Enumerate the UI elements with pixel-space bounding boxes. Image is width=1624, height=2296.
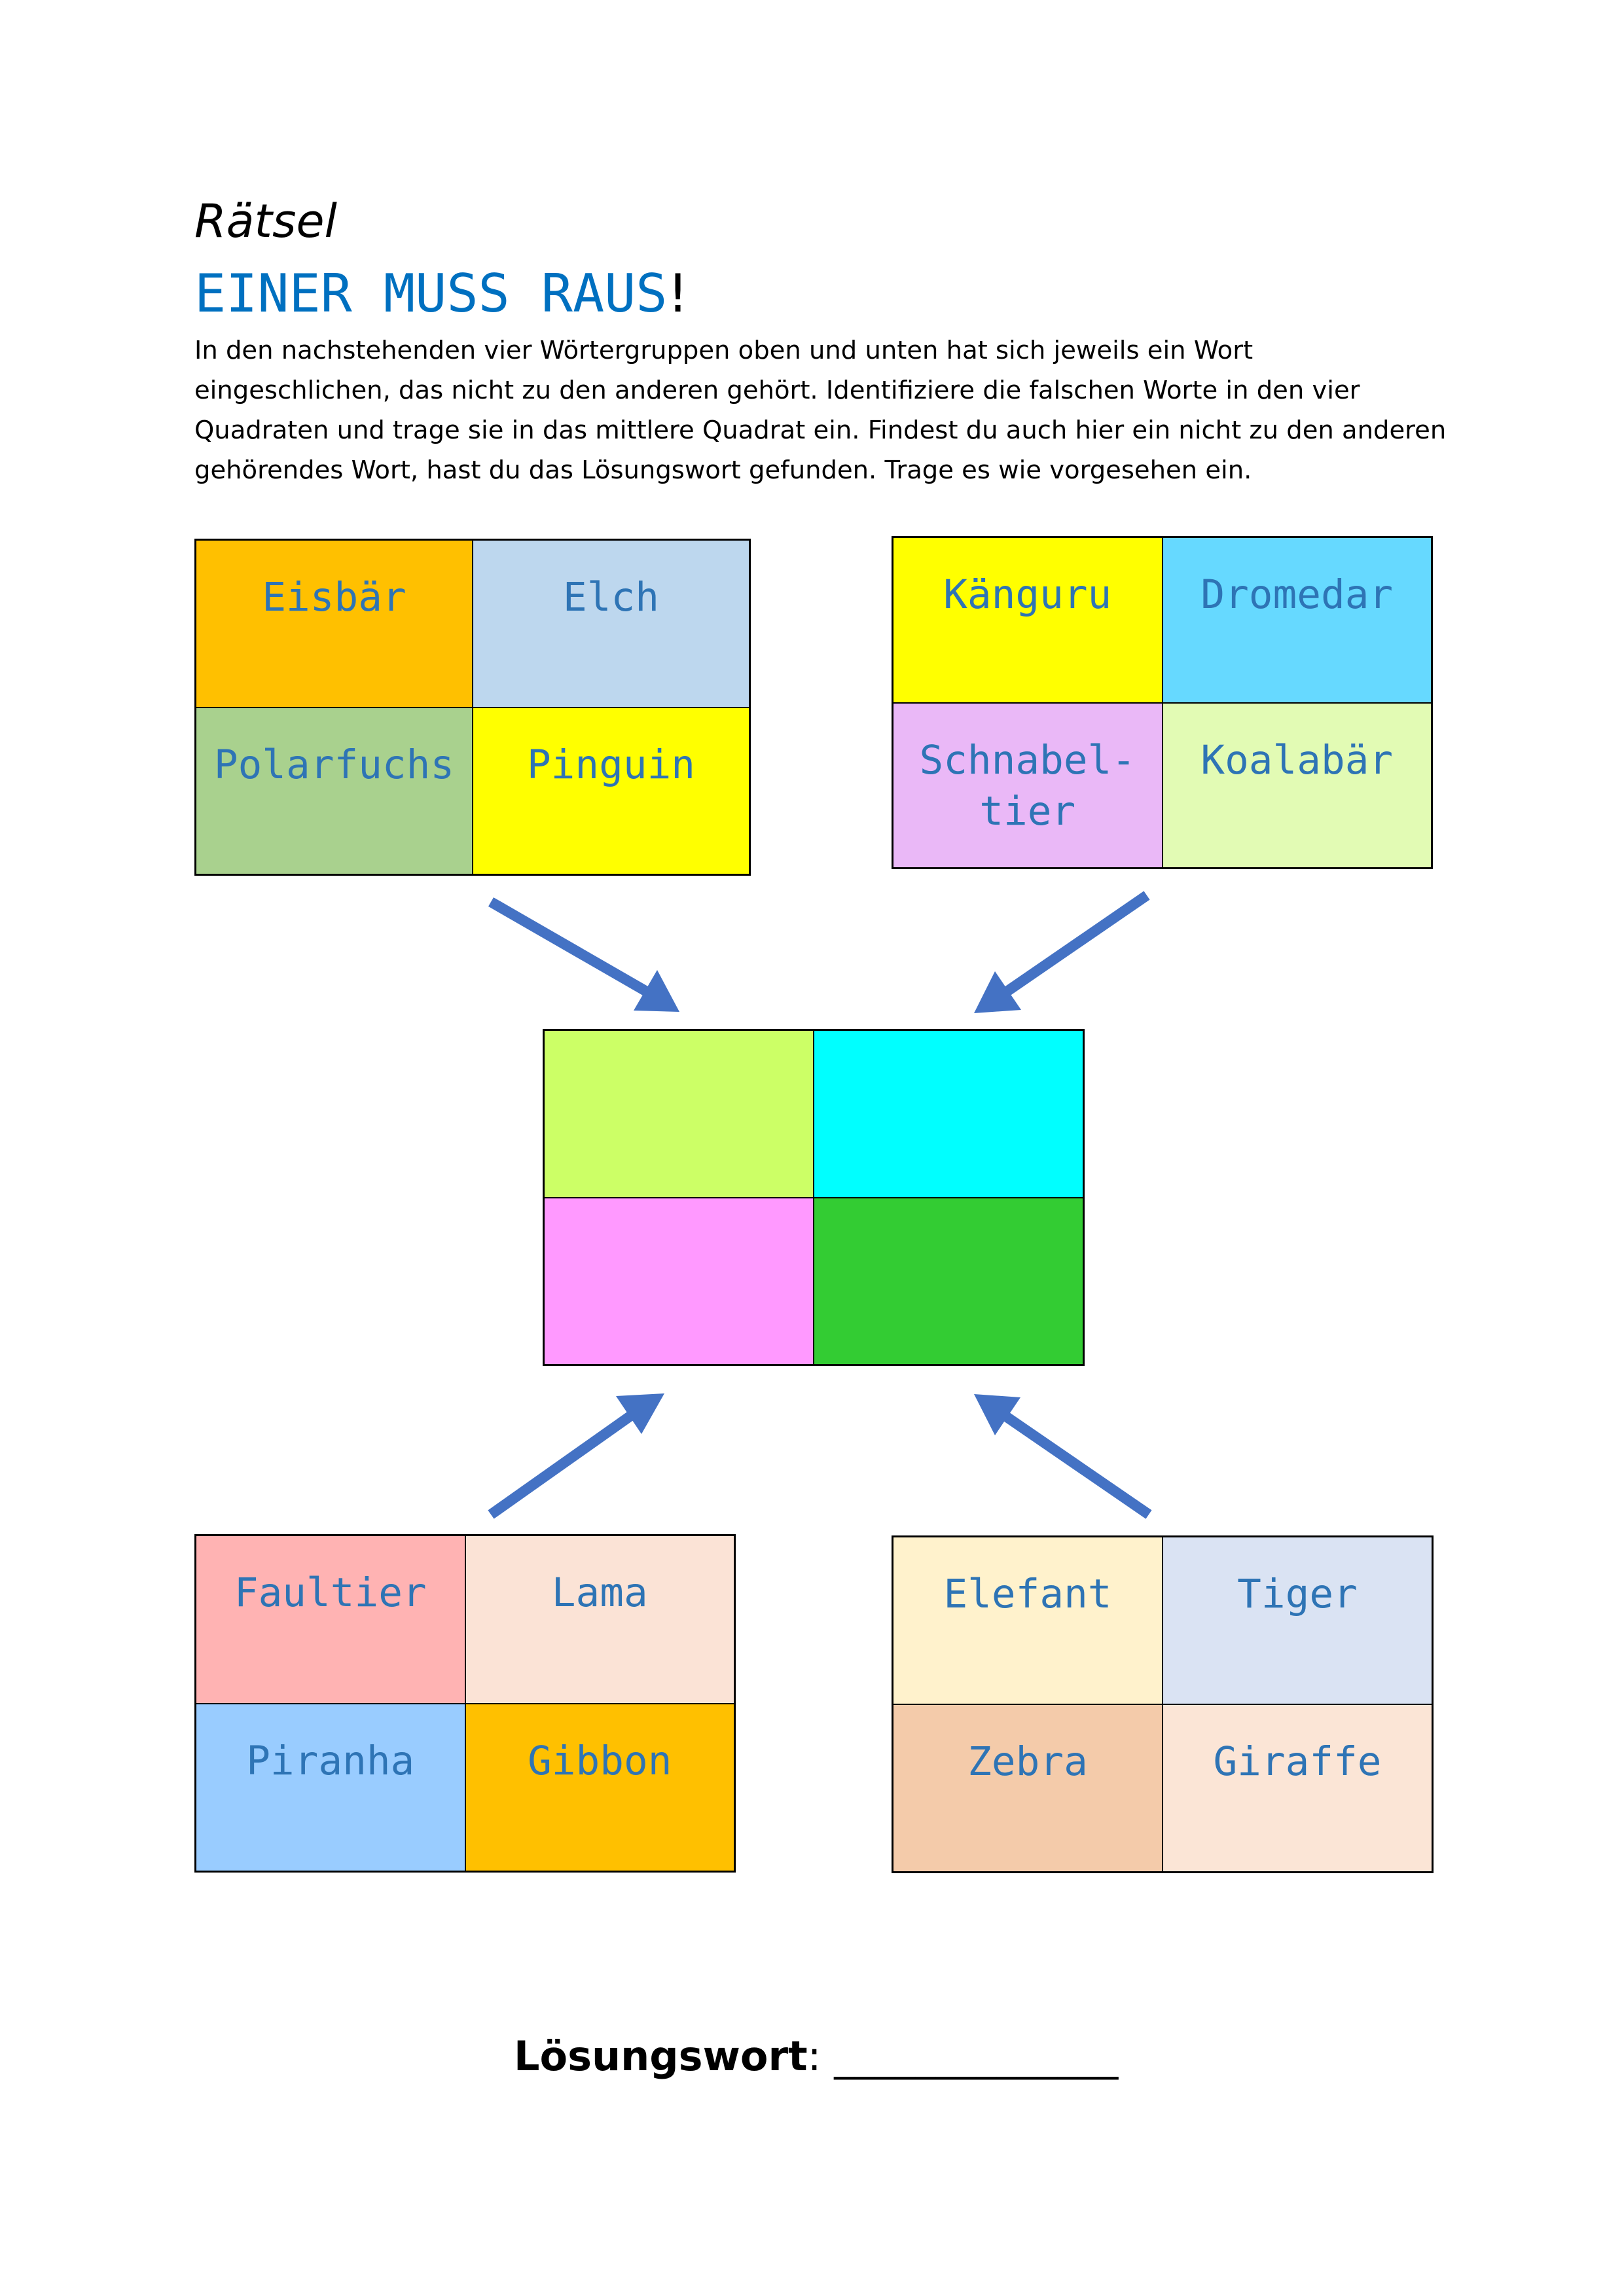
solution-label: Lösungswort: [514, 2032, 808, 2080]
word-cell: Schnabel-tier: [893, 702, 1163, 868]
solution-line: Lösungswort: ______________: [514, 2032, 1118, 2080]
instructions-paragraph: In den nachstehenden vier Wörtergruppen …: [194, 336, 1447, 485]
arrow-head-top-left: [634, 970, 679, 1012]
word-cell: Lama: [465, 1535, 734, 1704]
page-title: EINER MUSS RAUS!: [194, 265, 689, 323]
word-cell: Giraffe: [1163, 1704, 1432, 1872]
word-cell: Piranha: [196, 1703, 465, 1871]
title-exclamation: !: [667, 263, 689, 324]
arrow-top-right: [995, 891, 1150, 1002]
word-cell: Elefant: [893, 1537, 1163, 1704]
arrow-bottom-left: [488, 1406, 641, 1519]
word-cell: Dromedar: [1162, 537, 1432, 703]
arrow-head-bottom-right: [974, 1394, 1020, 1435]
answer-cell[interactable]: [544, 1197, 814, 1365]
arrow-head-top-right: [974, 971, 1021, 1013]
answer-grid-middle[interactable]: [543, 1029, 1085, 1366]
word-cell: Eisbär: [196, 540, 473, 708]
arrow-bottom-right: [995, 1407, 1152, 1519]
subtitle: Rätsel: [194, 194, 337, 248]
title-text: EINER MUSS RAUS: [194, 263, 668, 324]
arrow-head-bottom-left: [616, 1393, 664, 1434]
word-cell: Pinguin: [473, 707, 749, 874]
word-group-top-right: Känguru Dromedar Schnabel-tier Koalabär: [892, 536, 1433, 869]
arrow-top-left: [488, 897, 657, 1001]
word-group-bottom-right: Elefant Tiger Zebra Giraffe: [892, 1535, 1434, 1873]
word-cell: Zebra: [893, 1704, 1163, 1872]
word-cell: Gibbon: [465, 1703, 734, 1871]
word-group-bottom-left: Faultier Lama Piranha Gibbon: [194, 1534, 736, 1873]
word-cell: Faultier: [196, 1535, 465, 1704]
word-group-top-left: Eisbär Elch Polarfuchs Pinguin: [194, 539, 751, 876]
word-cell: Tiger: [1163, 1537, 1432, 1704]
word-cell: Elch: [473, 540, 749, 708]
word-cell: Koalabär: [1162, 702, 1432, 868]
solution-separator: :: [807, 2032, 835, 2080]
answer-cell[interactable]: [814, 1030, 1083, 1198]
solution-blank[interactable]: ______________: [834, 2032, 1119, 2080]
word-cell: Polarfuchs: [196, 707, 473, 874]
word-cell: Känguru: [893, 537, 1163, 703]
answer-cell[interactable]: [814, 1197, 1083, 1365]
answer-cell[interactable]: [544, 1030, 814, 1198]
